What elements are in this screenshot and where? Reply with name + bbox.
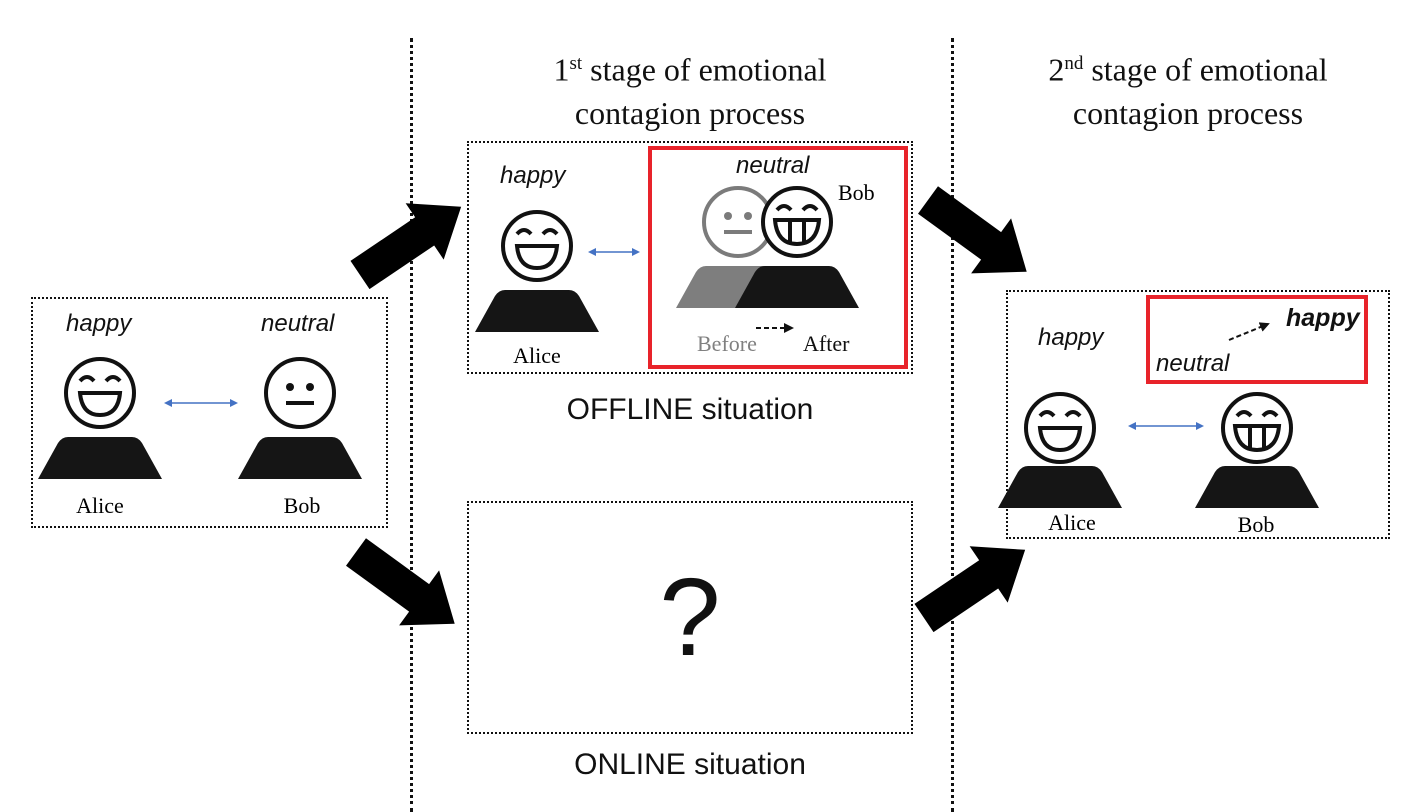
offline-caption: OFFLINE situation: [566, 393, 814, 426]
stage1-title-sup: st: [569, 53, 583, 74]
offline-bob-name: Bob: [838, 180, 875, 205]
stage1-title-number: 1: [553, 51, 570, 88]
offline-alice-name: Alice: [513, 343, 561, 368]
stage2-title-number: 2: [1048, 51, 1065, 88]
stage1-title: 1st stage of emotional contagion process: [470, 42, 910, 135]
online-unknown-mark: ?: [659, 556, 721, 679]
stage2-title-sup: nd: [1064, 53, 1084, 74]
stage2-title: 2nd stage of emotional contagion process: [968, 42, 1408, 135]
offline-situation-box: [467, 141, 913, 374]
online-caption: ONLINE situation: [574, 748, 806, 781]
offline-bob-change-highlight: [648, 146, 908, 369]
final-alice-name: Alice: [1048, 510, 1096, 535]
initial-alice-name: Alice: [76, 493, 124, 518]
stage1-title-text: stage of emotional: [582, 51, 827, 88]
stage-divider-right: [951, 38, 954, 812]
initial-bob-emotion: neutral: [261, 310, 335, 337]
initial-alice-emotion: happy: [66, 310, 132, 337]
final-bob-from-emotion: neutral: [1156, 350, 1230, 377]
final-bob-to-emotion: happy: [1286, 304, 1360, 332]
online-situation-box: [467, 501, 913, 734]
final-state-box: [1006, 290, 1390, 539]
final-bob-change-highlight: [1146, 295, 1368, 384]
final-alice-emotion: happy: [1038, 324, 1104, 351]
initial-state-box: [31, 297, 388, 528]
before-label: Before: [697, 331, 757, 356]
offline-alice-emotion: happy: [500, 162, 566, 189]
final-bob-name: Bob: [1237, 512, 1275, 537]
initial-bob-name: Bob: [283, 493, 321, 518]
offline-bob-emotion: neutral: [736, 152, 810, 179]
stage-divider-left: [410, 38, 413, 812]
stage1-title-line2: contagion process: [574, 94, 806, 131]
after-label: After: [803, 331, 850, 356]
stage2-title-text: stage of emotional: [1083, 51, 1328, 88]
stage2-title-line2: contagion process: [1072, 94, 1304, 131]
